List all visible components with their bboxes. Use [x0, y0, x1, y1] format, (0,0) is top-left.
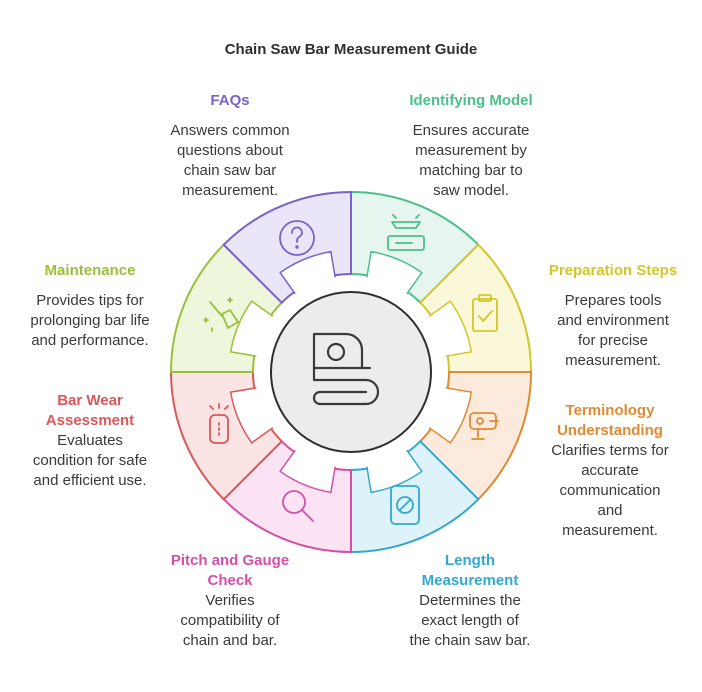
- terminology-title-1: Terminology: [565, 402, 655, 419]
- maintenance-line-1: Provides tips for: [36, 292, 144, 309]
- tablet-ruler-icon: [390, 485, 420, 525]
- jigsaw-icon: [469, 412, 499, 440]
- identifying-model-line-1: Ensures accurate: [412, 122, 530, 139]
- terminology-line-1: Clarifies terms for: [551, 442, 669, 459]
- length-title-1: Length: [445, 552, 495, 569]
- faqs-block: FAQs Answers common questions about chai…: [155, 91, 305, 201]
- terminology-line-4: and: [597, 502, 623, 519]
- faqs-line-1: Answers common: [170, 122, 290, 139]
- bar-wear-icon: [209, 403, 229, 444]
- preparation-steps-line-4: measurement.: [565, 352, 661, 369]
- pitch-title-1: Pitch and Gauge: [170, 552, 290, 569]
- question-icon: [279, 220, 315, 256]
- clipboard-check-icon: [472, 294, 498, 332]
- pitch-title-2: Check: [207, 572, 253, 589]
- length-title-2: Measurement: [421, 572, 519, 589]
- preparation-steps-block: Preparation Steps Prepares tools and env…: [533, 261, 693, 371]
- faqs-line-4: measurement.: [182, 182, 278, 199]
- maintenance-line-2: prolonging bar life: [30, 312, 150, 329]
- bar-wear-title-1: Bar Wear: [57, 392, 123, 409]
- identifying-model-line-2: measurement by: [415, 142, 527, 159]
- length-line-2: exact length of: [421, 612, 519, 629]
- terminology-line-5: measurement.: [562, 522, 658, 539]
- identifying-model-line-3: matching bar to: [419, 162, 523, 179]
- bar-wear-line-1: Evaluates: [57, 432, 123, 449]
- length-measurement-block: Length Measurement Determines the exact …: [395, 551, 545, 651]
- maintenance-line-3: and performance.: [31, 332, 149, 349]
- length-line-1: Determines the: [419, 592, 521, 609]
- pitch-line-2: compatibility of: [180, 612, 280, 629]
- bar-wear-title-2: Assessment: [45, 412, 135, 429]
- diagram-title: Chain Saw Bar Measurement Guide: [224, 41, 478, 58]
- identifying-model-line-4: saw model.: [433, 182, 509, 199]
- bar-wear-block: Bar Wear Assessment Evaluates condition …: [15, 391, 165, 491]
- identifying-model-block: Identifying Model Ensures accurate measu…: [396, 91, 546, 201]
- preparation-steps-line-2: and environment: [557, 312, 669, 329]
- maintenance-block: Maintenance Provides tips for prolonging…: [15, 261, 165, 351]
- preparation-steps-line-1: Prepares tools: [564, 292, 662, 309]
- pitch-gauge-block: Pitch and Gauge Check Verifies compatibi…: [150, 551, 310, 651]
- terminology-line-3: communication: [559, 482, 661, 499]
- faqs-title: FAQs: [210, 92, 250, 109]
- terminology-line-2: accurate: [581, 462, 639, 479]
- maintenance-title: Maintenance: [44, 262, 136, 279]
- saw-cutting-wood-icon: [387, 214, 425, 251]
- broom-sparkles-icon: [203, 297, 239, 332]
- faqs-line-2: questions about: [177, 142, 283, 159]
- terminology-block: Terminology Understanding Clarifies term…: [535, 401, 685, 541]
- length-line-3: the chain saw bar.: [409, 632, 531, 649]
- preparation-steps-title: Preparation Steps: [548, 262, 678, 279]
- tape-measure-icon: [312, 332, 380, 406]
- magnifier-icon: [282, 490, 314, 522]
- bar-wear-line-2: condition for safe: [32, 452, 148, 469]
- preparation-steps-line-3: for precise: [577, 332, 649, 349]
- faqs-line-3: chain saw bar: [183, 162, 277, 179]
- pitch-line-3: chain and bar.: [182, 632, 278, 649]
- hub-circle: [270, 291, 432, 453]
- pitch-line-1: Verifies: [205, 592, 255, 609]
- identifying-model-title: Identifying Model: [409, 92, 533, 109]
- bar-wear-line-3: and efficient use.: [33, 472, 147, 489]
- terminology-title-2: Understanding: [557, 422, 663, 439]
